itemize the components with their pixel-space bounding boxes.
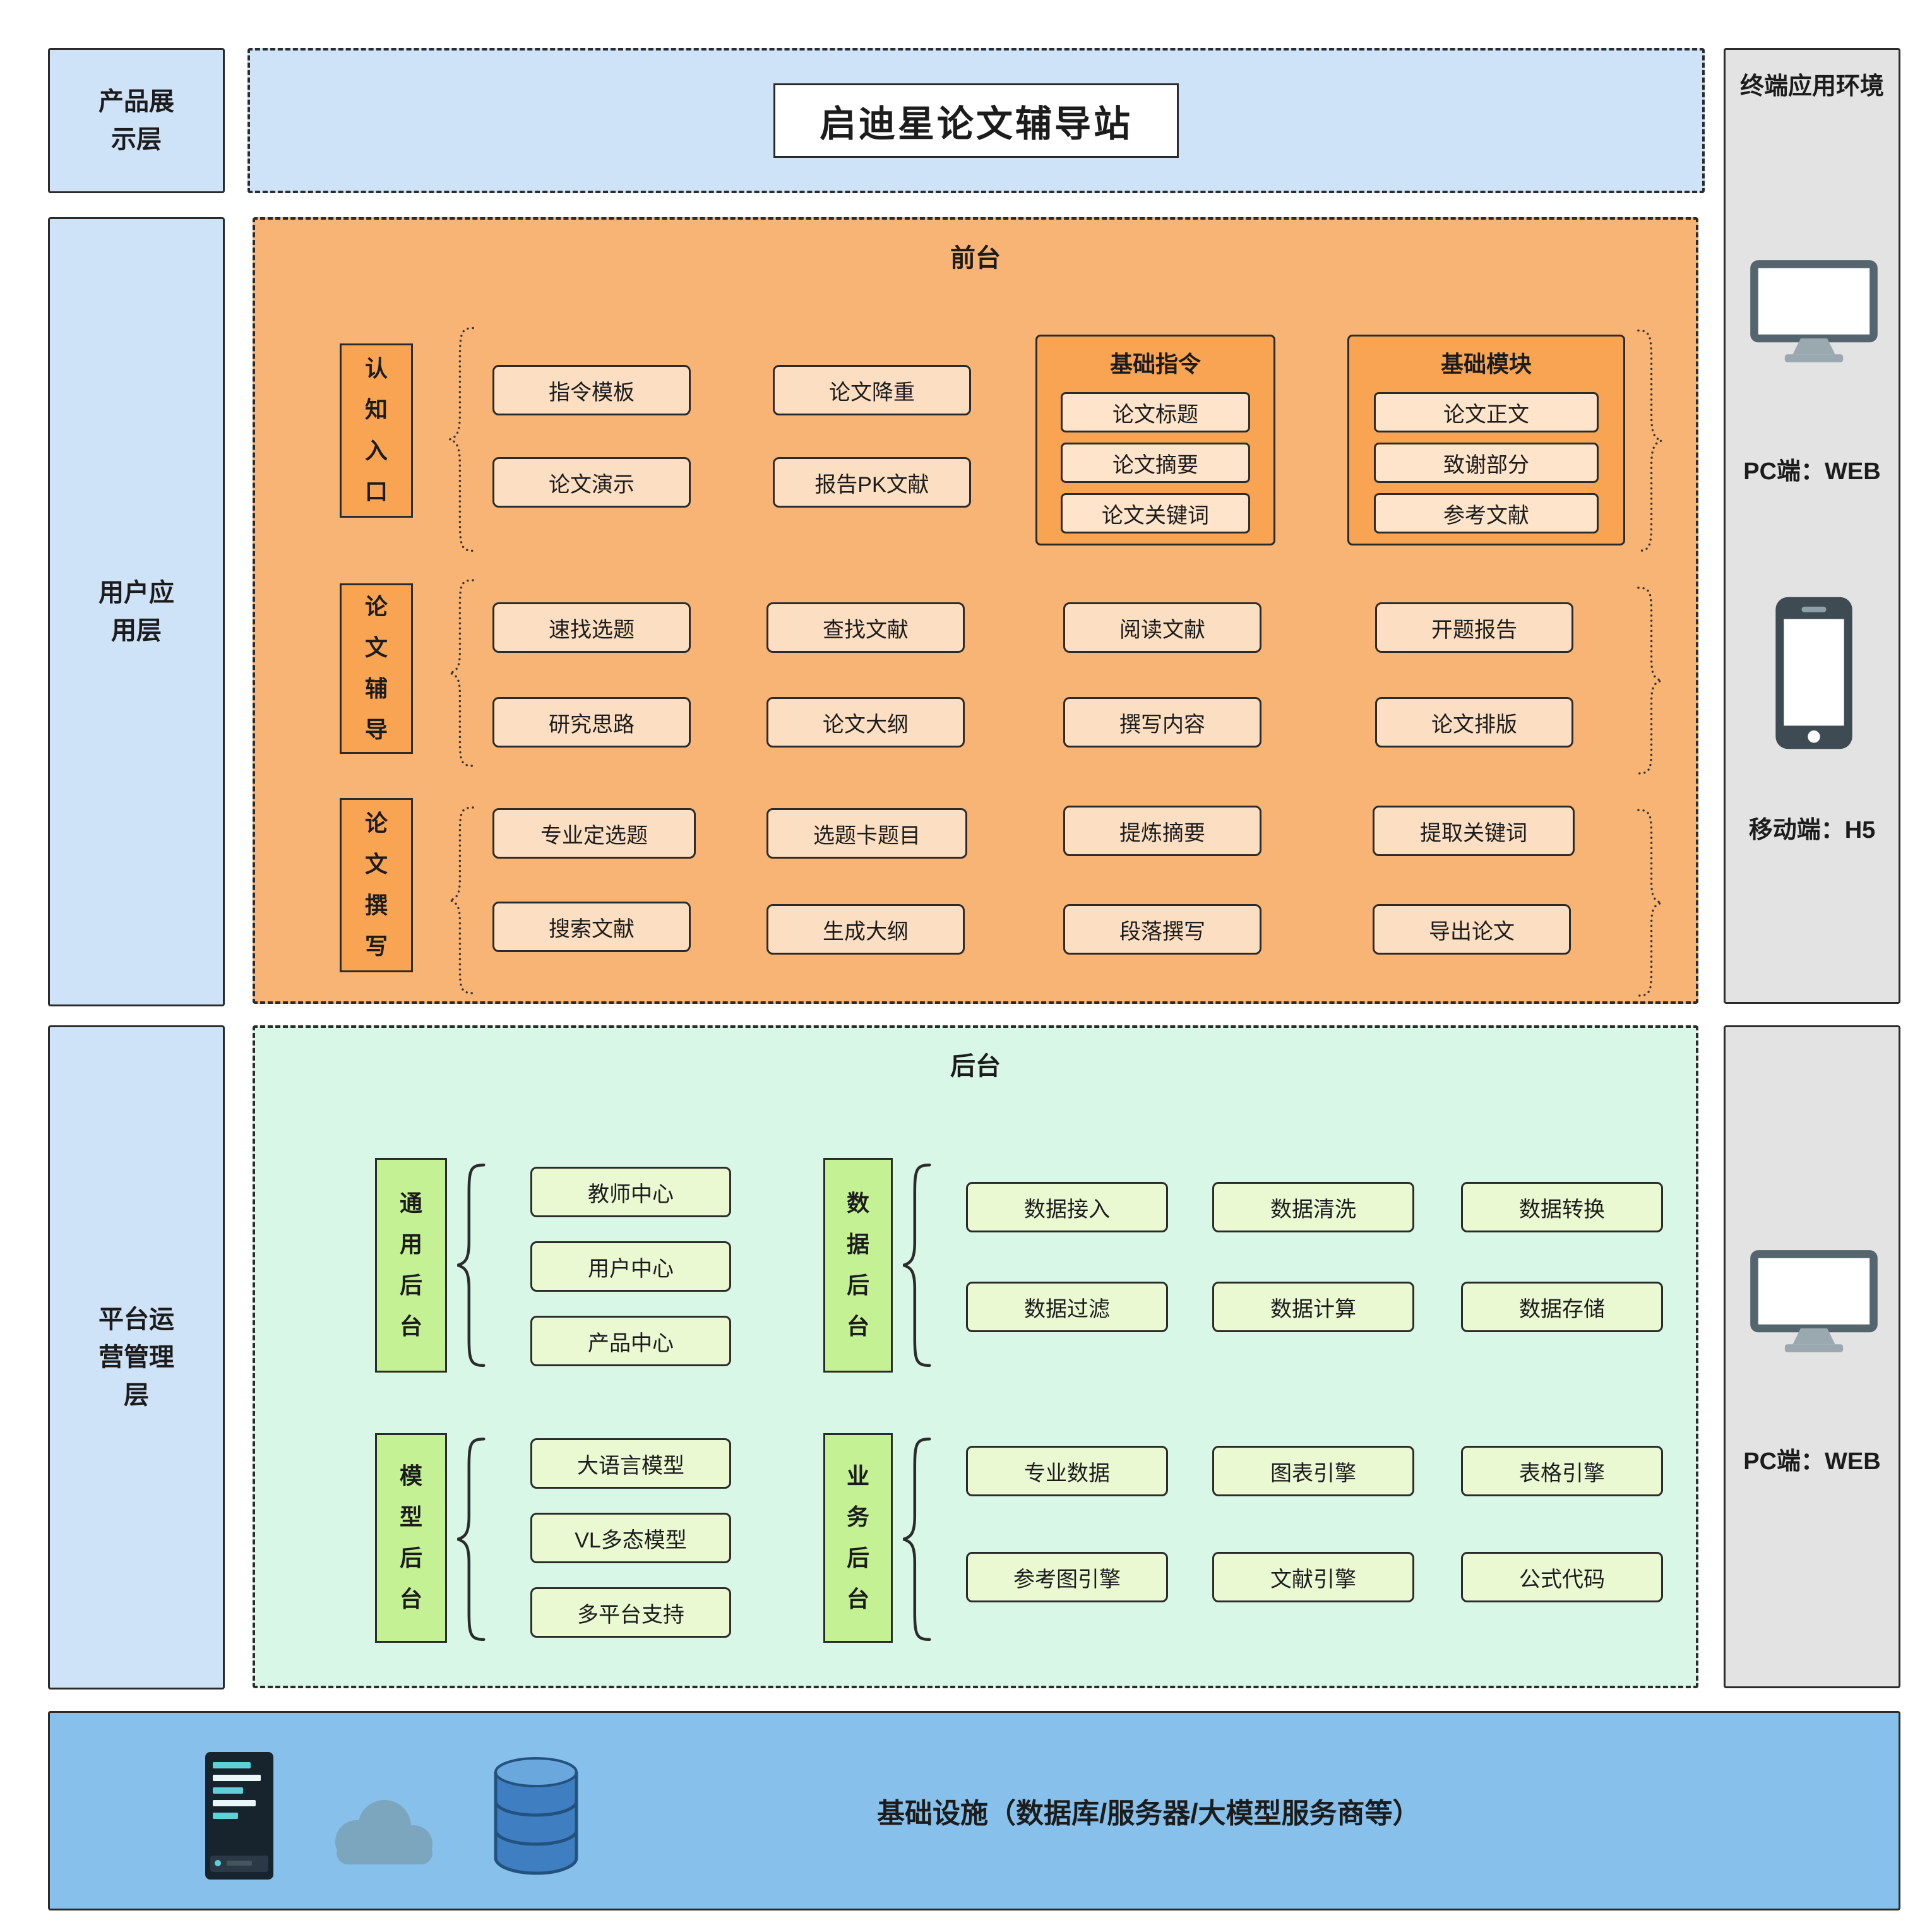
flow-item: 数据转换 — [1461, 1182, 1663, 1232]
category-cognitive-entry: 认知入口 — [340, 343, 413, 518]
flow-item: 开题报告 — [1375, 602, 1573, 653]
flow-item: 查找文献 — [766, 602, 965, 653]
curly-brace-right-icon — [1634, 328, 1663, 553]
flow-item: 教师中心 — [530, 1167, 731, 1217]
layer-label: 产品展示层 — [98, 88, 174, 153]
curly-brace-left-icon — [902, 1163, 934, 1368]
flow-item: 专业定选题 — [492, 808, 696, 859]
group-basic-modules: 基础模块 论文正文 致谢部分 参考文献 — [1347, 335, 1625, 545]
curly-brace-left-icon — [456, 1163, 489, 1368]
group-item: 论文正文 — [1374, 392, 1599, 432]
flow-item: 提取关键词 — [1373, 806, 1575, 856]
flow-item: 论文演示 — [492, 457, 691, 508]
cloud-icon — [335, 1800, 432, 1864]
flow-item: 数据计算 — [1212, 1282, 1414, 1332]
curly-brace-right-icon — [1634, 586, 1663, 775]
category-label: 数据后台 — [846, 1190, 869, 1339]
flow-item: VL多态模型 — [530, 1513, 731, 1563]
category-paper-writing: 论文撰写 — [340, 798, 413, 972]
category-label: 通用后台 — [399, 1190, 422, 1339]
category-label: 模型后台 — [399, 1463, 422, 1612]
flow-item: 速找选题 — [492, 602, 691, 653]
backend-label: 后台 — [950, 1052, 1001, 1080]
curly-brace-left-icon — [902, 1437, 934, 1642]
product-display-region: 启迪星论文辅导站 — [247, 48, 1705, 193]
flow-item: 搜索文献 — [492, 902, 691, 952]
flow-item: 选题卡题目 — [766, 808, 967, 859]
layer-label: 用户应用层 — [98, 579, 174, 645]
category-paper-tutoring: 论文辅导 — [340, 583, 413, 754]
layer-user-application: 用户应用层 — [48, 217, 225, 1006]
layer-platform-operations: 平台运营管理层 — [48, 1025, 225, 1690]
group-item: 参考文献 — [1374, 493, 1599, 533]
terminal-env-panel: 终端应用环境 PC端：WEB 移动端：H5 — [1724, 48, 1900, 1004]
group-item: 致谢部分 — [1374, 443, 1599, 483]
group-item: 论文关键词 — [1061, 493, 1250, 533]
page-title: 启迪星论文辅导站 — [819, 104, 1133, 145]
frontend-region: 前台 认知入口 指令模板 论文演示 论文降重 报告PK文献 基础指令 论文标题 … — [253, 217, 1698, 1004]
server-icon — [205, 1752, 273, 1880]
layer-product-display: 产品展示层 — [48, 48, 225, 193]
curly-brace-left-icon — [448, 326, 477, 553]
layer-label: 平台运营管理层 — [98, 1306, 174, 1409]
flow-item: 导出论文 — [1373, 904, 1571, 955]
flow-item: 数据存储 — [1461, 1282, 1663, 1332]
mobile-h5-label: 移动端：H5 — [1748, 817, 1876, 843]
flow-item: 专业数据 — [966, 1446, 1168, 1496]
category-model-backend: 模型后台 — [375, 1433, 447, 1643]
category-data-backend: 数据后台 — [823, 1158, 893, 1373]
flow-item: 参考图引擎 — [966, 1552, 1168, 1602]
monitor-icon — [1750, 260, 1878, 362]
flow-item: 数据接入 — [966, 1182, 1168, 1232]
phone-icon — [1775, 597, 1852, 749]
category-business-backend: 业务后台 — [823, 1433, 893, 1643]
group-item: 论文标题 — [1061, 392, 1250, 432]
title-box: 启迪星论文辅导站 — [773, 83, 1179, 158]
category-general-backend: 通用后台 — [375, 1158, 447, 1373]
database-icon — [494, 1757, 578, 1875]
group-title: 基础模块 — [1440, 351, 1532, 377]
pc-web-label: PC端：WEB — [1743, 458, 1881, 485]
pc-web-label: PC端：WEB — [1743, 1448, 1881, 1475]
flow-item: 论文排版 — [1375, 697, 1573, 748]
curly-brace-left-icon — [448, 578, 477, 768]
terminal-env-panel-bottom: PC端：WEB — [1724, 1025, 1900, 1688]
terminal-env-title: 终端应用环境 — [1739, 73, 1884, 100]
infrastructure-banner: 基础设施（数据库/服务器/大模型服务商等） — [48, 1711, 1900, 1910]
infrastructure-label: 基础设施（数据库/服务器/大模型服务商等） — [877, 1798, 1421, 1829]
flow-item: 产品中心 — [530, 1316, 731, 1366]
flow-item: 多平台支持 — [530, 1587, 731, 1638]
flow-item: 指令模板 — [492, 365, 691, 415]
flow-item: 图表引擎 — [1212, 1446, 1414, 1496]
category-label: 论文撰写 — [364, 810, 388, 959]
monitor-icon — [1750, 1250, 1878, 1352]
flow-item: 用户中心 — [530, 1241, 731, 1292]
flow-item: 研究思路 — [492, 697, 691, 748]
flow-item: 表格引擎 — [1461, 1446, 1663, 1496]
category-label: 认知入口 — [364, 355, 388, 504]
flow-item: 撰写内容 — [1063, 697, 1261, 748]
frontend-label: 前台 — [950, 244, 1001, 272]
backend-region: 后台 通用后台 教师中心 用户中心 产品中心 数据后台 数据接入 数据清洗 数据… — [253, 1025, 1698, 1688]
group-basic-commands: 基础指令 论文标题 论文摘要 论文关键词 — [1035, 335, 1275, 545]
flow-item: 提炼摘要 — [1063, 806, 1261, 856]
flow-item: 生成大纲 — [766, 904, 965, 955]
category-label: 论文辅导 — [364, 593, 388, 742]
flow-item: 文献引擎 — [1212, 1552, 1414, 1602]
flow-item: 大语言模型 — [530, 1438, 731, 1489]
group-title: 基础指令 — [1109, 351, 1201, 377]
curly-brace-right-icon — [1634, 808, 1663, 998]
flow-item: 公式代码 — [1461, 1552, 1663, 1602]
flow-item: 论文大纲 — [766, 697, 965, 748]
group-item: 论文摘要 — [1061, 443, 1250, 483]
flow-item: 阅读文献 — [1063, 602, 1261, 653]
category-label: 业务后台 — [846, 1463, 869, 1612]
curly-brace-left-icon — [448, 806, 477, 995]
flow-item: 数据过滤 — [966, 1282, 1168, 1332]
flow-item: 报告PK文献 — [773, 457, 971, 508]
flow-item: 段落撰写 — [1063, 904, 1261, 955]
curly-brace-left-icon — [456, 1437, 489, 1642]
flow-item: 数据清洗 — [1212, 1182, 1414, 1232]
flow-item: 论文降重 — [773, 365, 971, 415]
